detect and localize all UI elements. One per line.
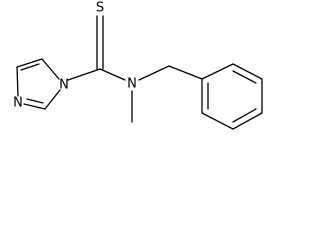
atom-label-amide-n: N: [127, 77, 137, 92]
bond-b2-b3: [232, 63, 263, 80]
atom-label-imidazole-n1: N: [59, 78, 69, 93]
bond-b5-b6: [201, 112, 234, 130]
bond-ch2-ph: [168, 65, 203, 80]
bond-c2-c3: [16, 58, 43, 68]
thioamide-group: [67, 15, 203, 123]
bond-b1-b2: [201, 63, 234, 80]
bond-c3-n3: [16, 66, 19, 97]
benzene-ring: [201, 63, 263, 130]
bond-n3-c4: [23, 103, 46, 110]
bond-n-ch2: [138, 65, 170, 81]
bond-n3-c4-double: [26, 98, 44, 104]
atom-label-sulfur: S: [96, 1, 104, 16]
atom-labels: S N N N: [13, 1, 137, 111]
bond-c4-n1: [44, 89, 61, 110]
bond-b2-b3-inner: [232, 70, 257, 84]
bond-b4-b5: [232, 112, 263, 130]
bond-c2-c3-double: [20, 63, 40, 71]
bond-n1-c: [67, 68, 101, 81]
chemical-structure: S N N N: [13, 1, 263, 130]
atom-label-imidazole-n3: N: [13, 96, 23, 111]
bond-n1-c2: [41, 58, 60, 80]
bond-b4-b5-inner: [232, 108, 257, 123]
imidazole-ring: [16, 58, 61, 110]
bond-c-n: [99, 68, 126, 81]
